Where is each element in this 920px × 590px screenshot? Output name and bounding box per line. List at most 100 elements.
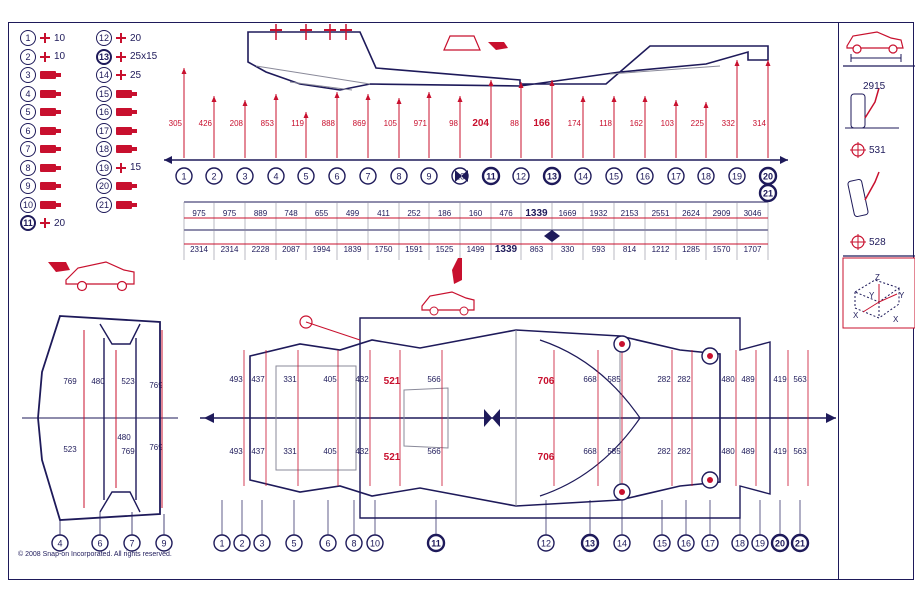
plan-point-badge-label: 21 [795, 539, 805, 549]
legend-number-badge: 20 [96, 178, 112, 194]
side-point-badge-circle [328, 167, 346, 185]
side-point-badge-label: 3 [242, 172, 247, 182]
height-arrow [703, 102, 709, 108]
height-value: 166 [533, 118, 550, 129]
plan-frame-detail [275, 330, 621, 506]
hand-pointer-icon [488, 42, 508, 50]
height-value: 853 [261, 119, 275, 128]
svg-text:Z: Z [875, 273, 880, 282]
row1-value: 411 [377, 209, 390, 218]
plan-point-badge-label: 12 [541, 539, 551, 549]
row2-value: 2228 [252, 245, 270, 254]
plan-point-badge-label: 1 [219, 539, 224, 549]
bolt-icon [40, 126, 61, 135]
side-point-badge-label: 6 [334, 172, 339, 182]
side-point-badge-label: 9 [426, 172, 431, 182]
plan-arrow-right [826, 413, 836, 423]
plan-dim-lower: 566 [427, 447, 441, 456]
car-side-icon [846, 31, 904, 54]
legend-number-badge: 10 [20, 196, 36, 213]
height-arrow [181, 68, 187, 74]
plan-point-badge-label: 18 [735, 539, 745, 549]
plan-dim-lower: 489 [741, 447, 755, 456]
side-point-badge-circle [758, 183, 778, 203]
plan-dim-lower: 331 [283, 447, 297, 456]
car-side-icon-left [65, 261, 135, 285]
plan-point-badge-label: 13 [585, 539, 595, 549]
side-point-badge-label: 18 [701, 172, 711, 182]
side-point-badge-circle [697, 167, 715, 185]
height-arrow [365, 94, 371, 100]
plan-floor-curve [539, 339, 641, 497]
row1-value: 499 [346, 209, 360, 218]
legend-item: 5 [20, 104, 61, 120]
hub-center [619, 341, 625, 347]
bolt-icon [116, 108, 137, 116]
legend-item: 16 [96, 104, 137, 120]
bolt-icon [40, 200, 61, 209]
bolt-icon [40, 163, 61, 172]
row2-value: 2314 [221, 245, 239, 254]
plan-point-badge-label: 14 [617, 539, 627, 549]
height-value: 204 [472, 118, 489, 129]
legend-number-badge: 16 [96, 104, 112, 120]
crosshair-icon [40, 51, 50, 62]
legend-value: 15 [130, 162, 142, 173]
side-frame-detail [255, 65, 721, 91]
svg-text:Y: Y [869, 291, 875, 300]
plan-dim-upper: 706 [538, 376, 555, 387]
plan-dim-upper: 585 [607, 375, 621, 384]
plan-dim-lower: 419 [773, 447, 787, 456]
plan-dim-lower: 493 [229, 447, 243, 456]
legend-number-badge: 6 [20, 122, 36, 139]
row1-value: 975 [223, 209, 237, 218]
height-arrow [211, 96, 217, 102]
car-wheel [116, 280, 128, 292]
front-dim-value: 769 [149, 381, 163, 390]
side-point-badge-circle [236, 167, 254, 185]
front-dim-value: 523 [121, 377, 135, 386]
side-point-badge-circle [481, 166, 501, 186]
row1-value: 1932 [590, 209, 608, 218]
bolt-icon [40, 89, 61, 98]
legend-number-badge: 9 [20, 178, 36, 194]
plan-dim-upper: 419 [773, 375, 787, 384]
svg-text:X: X [893, 315, 899, 324]
legend-number-badge: 13 [96, 48, 112, 65]
plan-dim-lower: 405 [323, 447, 337, 456]
plan-dim-upper: 405 [323, 375, 337, 384]
row2-value: 1570 [713, 245, 731, 254]
legend-item: 10 [20, 196, 61, 213]
plan-dim-lower: 282 [677, 447, 691, 456]
legend-number-badge: 19 [96, 159, 112, 176]
side-point-badge-circle [512, 167, 530, 185]
legend-number-badge: 3 [20, 67, 36, 83]
row2-value: 2087 [282, 245, 300, 254]
side-point-badge-label: 1 [181, 172, 186, 182]
side-point-badge-circle [390, 167, 408, 185]
legend-number-badge: 15 [96, 85, 112, 102]
bolt-icon [40, 71, 61, 79]
side-point-badge-circle [636, 167, 654, 185]
plan-dim-upper: 437 [251, 375, 265, 384]
svg-text:Y: Y [899, 291, 905, 300]
bolt-icon [116, 126, 137, 135]
car-front-icon [443, 35, 481, 51]
car-wheel [429, 306, 439, 316]
crosshair-icon [40, 218, 50, 228]
legend-number-badge: 1 [20, 30, 36, 46]
side-point-badge-label: 7 [365, 172, 370, 182]
legend-item: 9 [20, 178, 61, 194]
height-value: 119 [291, 119, 304, 128]
crosshair-icon [116, 70, 126, 80]
row2-value: 1839 [344, 245, 362, 254]
hub-center [707, 477, 713, 483]
side-point-badge-circle [574, 167, 592, 185]
plan-frame-outline [249, 329, 721, 507]
row2-value: 330 [561, 245, 575, 254]
